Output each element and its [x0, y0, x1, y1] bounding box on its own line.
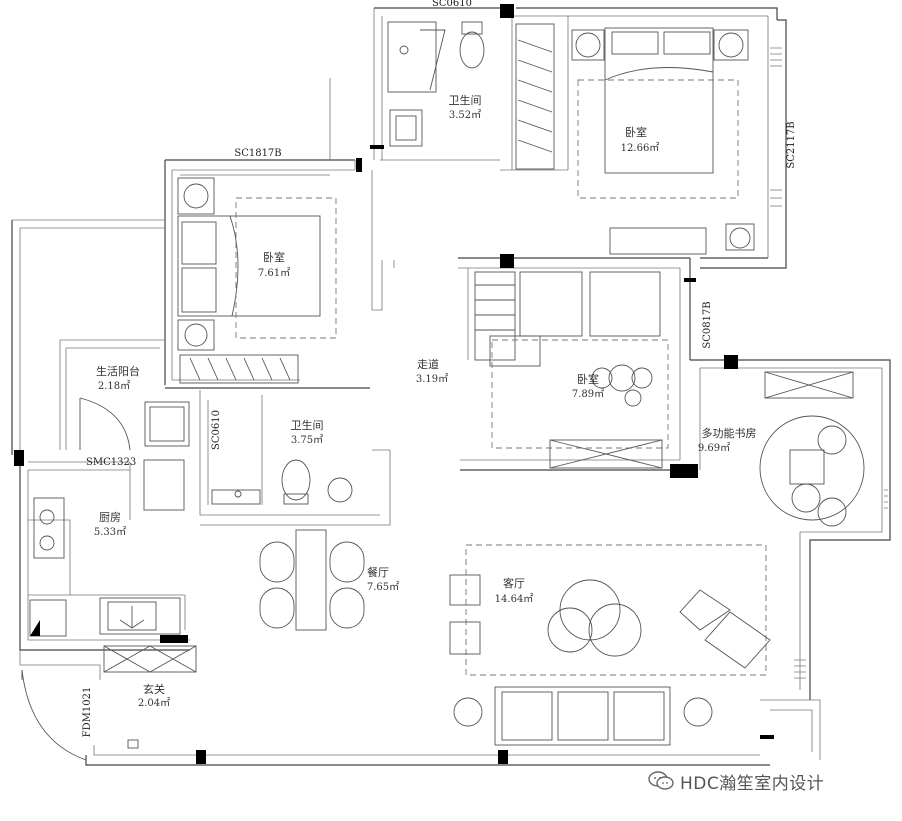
- room-area: 3.75㎡: [291, 434, 323, 446]
- room-name: 多功能书房: [702, 426, 757, 440]
- room-name: 卫生间: [449, 93, 482, 107]
- room-name: 卧室: [577, 372, 599, 386]
- room-name: 厨房: [99, 511, 121, 524]
- room-name: 卧室: [263, 250, 285, 264]
- window-code: SC0610: [211, 410, 222, 450]
- wechat-icon: [648, 771, 674, 791]
- walls: [11, 7, 891, 766]
- room-area: 5.33㎡: [94, 526, 126, 538]
- window-code: FDM1021: [82, 687, 93, 738]
- room-area: 7.65㎡: [367, 581, 399, 593]
- window-code: SC1817B: [234, 148, 281, 159]
- room-area: 2.18㎡: [98, 380, 130, 392]
- room-area: 7.89㎡: [572, 388, 604, 400]
- room-area: 3.52㎡: [449, 109, 481, 121]
- window-code: SC2117B: [786, 121, 797, 168]
- room-area: 12.66㎡: [621, 142, 660, 154]
- room-name: 生活阳台: [96, 364, 140, 378]
- room-area: 2.04㎡: [138, 697, 170, 709]
- watermark-text: HDC瀚笙室内设计: [680, 773, 825, 794]
- room-area: 9.69㎡: [698, 442, 730, 454]
- room-name: 卧室: [625, 125, 647, 139]
- room-area: 7.61㎡: [258, 267, 290, 279]
- room-name: 走道: [417, 357, 439, 371]
- watermark: HDC瀚笙室内设计: [648, 768, 824, 794]
- room-name: 餐厅: [367, 565, 389, 579]
- window-code: SC0610: [432, 0, 472, 9]
- room-name: 客厅: [503, 576, 525, 590]
- window-hatches: [180, 47, 888, 679]
- structural-posts: [14, 4, 774, 764]
- room-area: 3.19㎡: [416, 373, 448, 385]
- room-area: 14.64㎡: [495, 593, 534, 605]
- window-code: SC0817B: [702, 301, 713, 348]
- window-code: SMC1323: [86, 457, 136, 468]
- room-labels: 卫生间 3.52㎡ 卧室 12.66㎡ 卧室 7.61㎡ 走道 3.19㎡ 卧室…: [94, 93, 757, 709]
- window-labels: SC0610 SC1817B SC2117B SC0817B SC0610 SM…: [82, 0, 797, 737]
- room-name: 卫生间: [291, 418, 324, 432]
- room-name: 玄关: [143, 682, 165, 696]
- furniture: [21, 21, 865, 761]
